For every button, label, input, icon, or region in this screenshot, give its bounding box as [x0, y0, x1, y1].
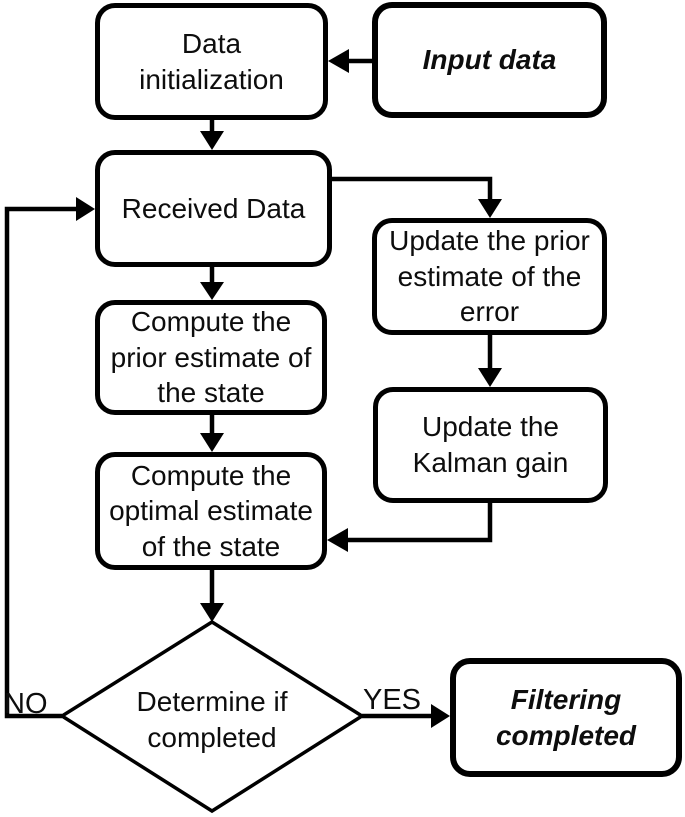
node-filtering-completed: Filtering completed	[450, 658, 682, 777]
arrowhead-decision-no-loop	[76, 197, 95, 221]
arrowhead-updateerror-to-kalman	[478, 368, 502, 387]
node-data-initialization: Data initialization	[95, 3, 328, 120]
edge-decision-no-loop	[4, 206, 82, 719]
node-compute-optimal-state: Compute the optimal estimate of the stat…	[95, 452, 327, 570]
arrowhead-computeoptimal-to-decision	[200, 603, 224, 622]
arrowhead-decision-yes	[431, 704, 450, 728]
node-update-kalman-gain: Update the Kalman gain	[373, 387, 608, 503]
edge-kalman-to-computeoptimal	[342, 503, 493, 543]
branch-label-no: NO	[4, 688, 48, 720]
arrowhead-input-to-datainit	[328, 49, 349, 73]
node-received-data: Received Data	[95, 150, 332, 267]
node-input-data: Input data	[372, 2, 607, 118]
arrowhead-datainit-to-received	[200, 131, 224, 150]
node-determine-if-completed-label: Determine if completed	[136, 685, 288, 753]
node-update-prior-error: Update the prior estimate of the error	[372, 218, 607, 335]
arrowhead-computeprior-to-computeoptimal	[200, 433, 224, 452]
edge-received-to-updateerror	[332, 176, 493, 203]
decision-diamond-shape	[58, 619, 366, 814]
arrowhead-received-to-computeprior	[200, 282, 224, 300]
node-compute-prior-state: Compute the prior estimate of the state	[95, 300, 327, 415]
arrowhead-kalman-to-computeoptimal	[327, 528, 348, 552]
branch-label-yes: YES	[363, 684, 422, 716]
arrowhead-received-to-updateerror	[478, 199, 502, 218]
